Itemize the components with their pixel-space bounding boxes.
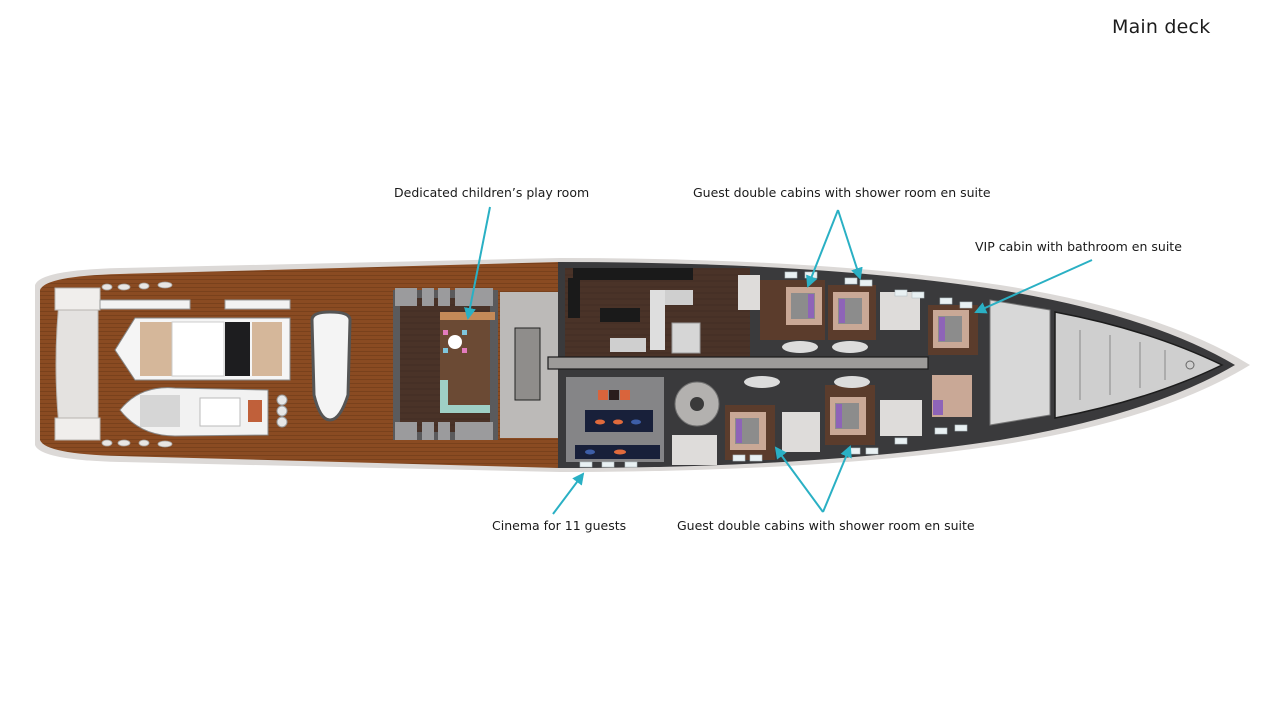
tender-sport [119,387,288,437]
label-play-room: Dedicated children’s play room [394,185,590,200]
guest-cabins-starboard [725,385,922,460]
vip-cabin [928,305,978,417]
arrow-play-room [464,206,491,320]
arrow-vip [974,259,1093,314]
stern-lounge [55,287,99,441]
label-vip-cabin: VIP cabin with bathroom en suite [975,239,1182,254]
jet-ski [310,310,352,422]
label-cinema: Cinema for 11 guests [492,518,627,533]
label-guest-cabins-starboard: Guest double cabins with shower room en … [677,518,975,533]
guest-cabins-port [738,275,920,340]
arrow-guest-port-1 [806,209,839,288]
deck-title: Main deck [1112,16,1211,38]
label-guest-cabins-port: Guest double cabins with shower room en … [693,185,991,200]
arrow-cinema [552,472,585,515]
stern-lounge-top [54,287,101,311]
annotation-arrows [464,206,1093,515]
forward-bay [989,299,1051,426]
arrow-guest-starboard-1 [774,446,824,513]
central-corridor [547,356,929,370]
arrow-guest-port-2 [837,209,863,280]
tender-large [114,317,291,381]
stern-lounge-bottom [54,417,101,441]
arrow-guest-starboard-2 [822,445,852,513]
forepeak [1054,311,1224,419]
